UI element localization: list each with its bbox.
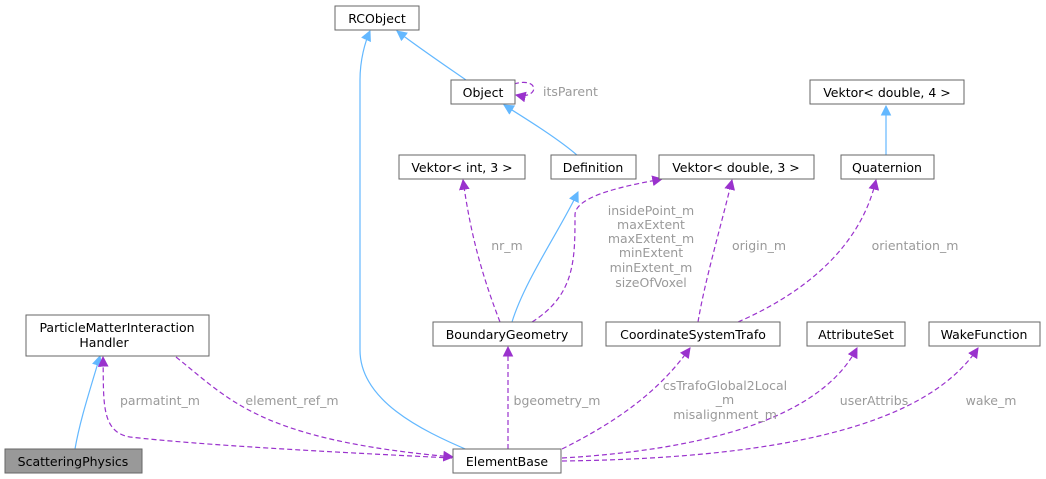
node-coordinate-system-trafo[interactable]: CoordinateSystemTrafo (605, 321, 781, 347)
label-parmatint-m: parmatint_m (120, 393, 200, 408)
edge-elementbase-pmihandler (97, 355, 453, 459)
label-voxel-member-4: minExtent_m (610, 260, 693, 275)
node-vektor-int3[interactable]: Vektor< int, 3 > (398, 154, 526, 180)
edge-elementbase-attributeset (561, 347, 858, 459)
label-cs-trafo-member-0: csTrafoGlobal2Local (663, 378, 787, 393)
edge-elementbase-coordtrafo (561, 347, 691, 450)
usage-edges (97, 81, 979, 462)
node-definition[interactable]: Definition (550, 154, 637, 180)
label-voxel-member-0: insidePoint_m (608, 203, 694, 218)
label-bgeometry-m: bgeometry_m (514, 393, 601, 408)
label-element-ref-m: element_ref_m (245, 393, 338, 408)
label-cs-trafo-member-1: _m (715, 392, 734, 407)
node-wake-function-label: WakeFunction (941, 327, 1028, 342)
label-wake-m: wake_m (966, 393, 1017, 408)
edge-coordtrafo-vektor-double3 (697, 178, 735, 323)
node-definition-label: Definition (563, 160, 624, 175)
edge-elementbase-element-ref (175, 356, 455, 462)
node-vektor-int3-label: Vektor< int, 3 > (411, 160, 512, 175)
node-quaternion-label: Quaternion (852, 160, 922, 175)
edge-object-itsparent (513, 81, 535, 103)
label-voxel-member-2: maxExtent_m (608, 231, 694, 246)
edge-boundarygeometry-vektor-double3 (531, 175, 664, 323)
label-its-parent: itsParent (543, 84, 598, 99)
node-element-base[interactable]: ElementBase (452, 448, 562, 474)
edge-boundarygeometry-vektor-int3 (459, 178, 501, 323)
label-voxel-member-3: minExtent (619, 245, 683, 260)
node-attribute-set-label: AttributeSet (818, 327, 894, 342)
inheritance-edges (74, 30, 892, 452)
edge-labels: itsParent nr_m insidePoint_m maxExtent m… (120, 84, 1016, 422)
edge-object-rcobject (396, 30, 467, 81)
node-pmi-handler-label-line1: ParticleMatterInteraction (39, 320, 194, 335)
label-voxel-member-1: maxExtent (617, 217, 685, 232)
label-nr-m: nr_m (491, 238, 523, 253)
edge-elementbase-rcobject (359, 30, 471, 452)
node-object-label: Object (463, 85, 504, 100)
node-boundary-geometry-label: BoundaryGeometry (446, 327, 569, 342)
node-scattering-physics[interactable]: ScatteringPhysics (4, 448, 143, 474)
node-vektor-double3-label: Vektor< double, 3 > (672, 160, 800, 175)
label-voxel-member-5: sizeOfVoxel (615, 275, 687, 290)
node-rcobject-label: RCObject (348, 11, 406, 26)
edge-coordtrafo-quaternion (737, 178, 880, 323)
edge-elementbase-wakefunction (561, 347, 979, 462)
node-wake-function[interactable]: WakeFunction (928, 321, 1041, 347)
node-vektor-double4[interactable]: Vektor< double, 4 > (809, 79, 965, 105)
node-boundary-geometry[interactable]: BoundaryGeometry (432, 321, 583, 347)
label-origin-m: origin_m (732, 238, 786, 253)
label-orientation-m: orientation_m (872, 238, 959, 253)
node-pmi-handler-label-line2: Handler (79, 335, 129, 350)
node-pmi-handler[interactable]: ParticleMatterInteraction Handler (25, 314, 210, 357)
node-coordinate-system-trafo-label: CoordinateSystemTrafo (620, 327, 766, 342)
node-scattering-physics-label: ScatteringPhysics (18, 454, 129, 469)
node-quaternion[interactable]: Quaternion (840, 154, 935, 180)
edge-boundarygeometry-definition (511, 191, 579, 323)
node-rcobject[interactable]: RCObject (334, 5, 420, 31)
node-object[interactable]: Object (450, 79, 516, 105)
label-cs-trafo-member-2: misalignment_m (673, 407, 777, 422)
node-element-base-label: ElementBase (466, 454, 548, 469)
label-user-attribs: userAttribs (840, 393, 908, 408)
edge-definition-object (503, 104, 579, 157)
node-vektor-double4-label: Vektor< double, 4 > (823, 85, 951, 100)
edge-scatteringphysics-pmihandler (74, 354, 103, 450)
node-attribute-set[interactable]: AttributeSet (806, 321, 906, 347)
node-vektor-double3[interactable]: Vektor< double, 3 > (658, 154, 815, 180)
